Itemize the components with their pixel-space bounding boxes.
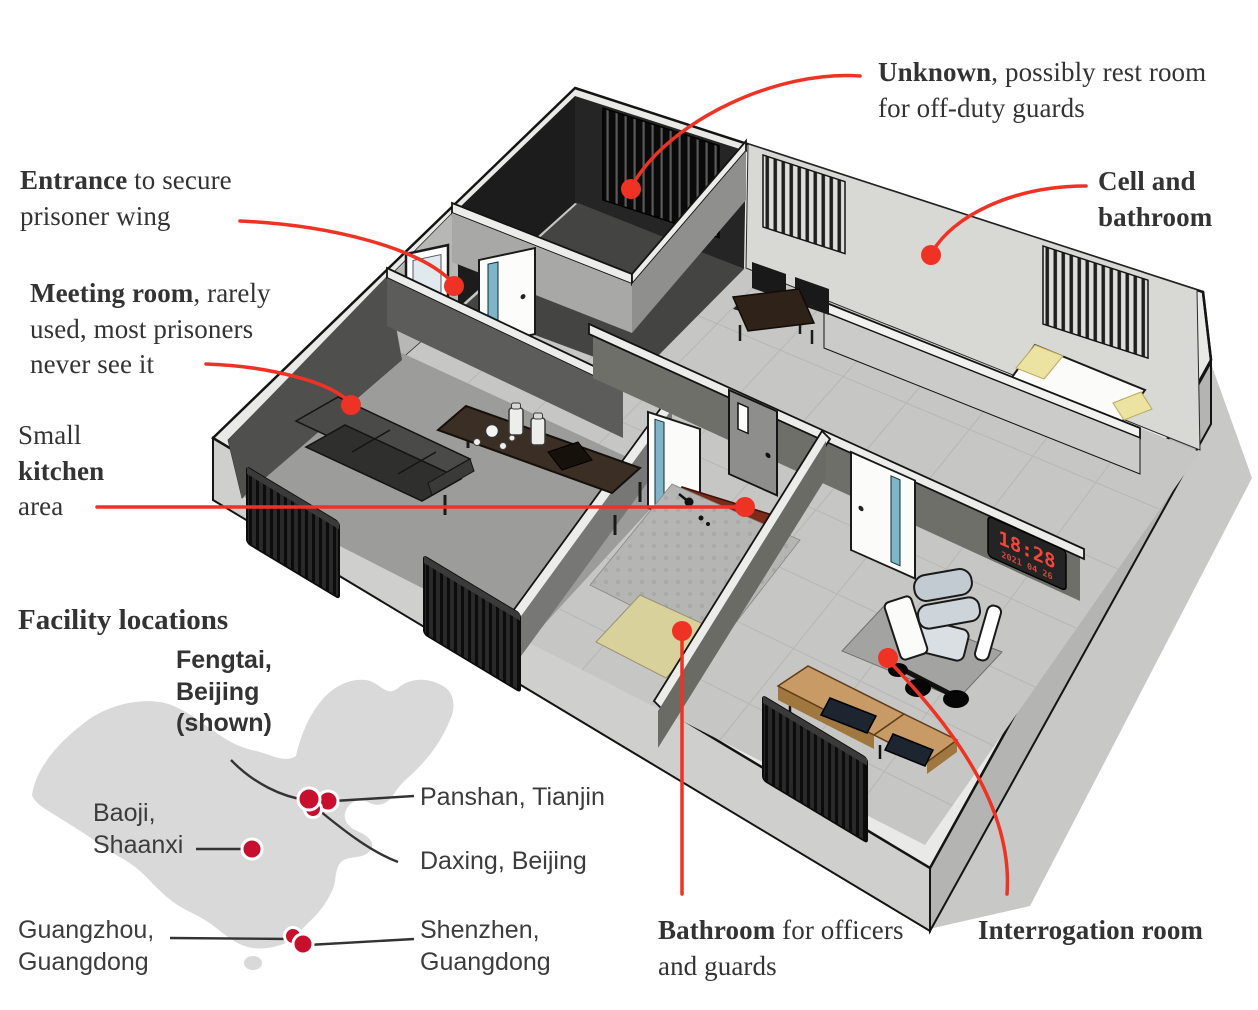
label-bathroom: Bathroom for officers and guards xyxy=(658,913,914,984)
central-gray-door xyxy=(728,388,778,497)
china-map xyxy=(32,679,454,970)
dot-fengtai xyxy=(296,786,322,812)
label-unknown-room: Unknown, possibly rest room for off-duty… xyxy=(878,55,1213,126)
central-wall-face xyxy=(593,332,1080,601)
leader-dots xyxy=(341,179,941,668)
cell-window-radiator-west xyxy=(762,154,846,255)
label-meeting-rest: , rarely used, most prisoners never see … xyxy=(30,278,271,380)
interrogation-west-wall xyxy=(652,429,832,748)
map-label-fengtai: Fengtai, Beijing (shown) xyxy=(176,646,272,737)
map-label-shenzhen: Shenzhen, Guangdong xyxy=(420,916,551,976)
bed-pillow xyxy=(1015,344,1064,380)
interrogation-desk xyxy=(776,665,959,774)
meeting-room-sofa xyxy=(294,396,475,502)
interrogation-room xyxy=(776,568,1003,774)
leader-unknown xyxy=(631,73,862,186)
map-label-guangzhou: Guangzhou, Guangdong xyxy=(18,916,155,976)
dark-room-east-face xyxy=(632,151,746,333)
desk-monitor xyxy=(883,733,935,767)
hainan-island xyxy=(244,956,262,970)
restraint-chair xyxy=(883,568,1003,708)
meeting-room-west-wall xyxy=(228,276,402,498)
china-outline xyxy=(32,679,454,949)
label-unknown-bold: Unknown xyxy=(878,57,992,87)
dot-baoji xyxy=(240,837,264,861)
leader-meeting xyxy=(204,362,350,403)
map-label-daxing: Daxing, Beijing xyxy=(420,847,587,875)
leader-interrogation xyxy=(888,660,1010,896)
leader-entrance xyxy=(238,219,454,284)
map-leader-guangzhou xyxy=(169,936,293,941)
map-leader-panshan xyxy=(333,794,415,803)
hot-plate xyxy=(547,441,593,471)
label-cell-bold: Cell and bathroom xyxy=(1098,166,1213,232)
bed-blanket xyxy=(1112,391,1153,421)
officers-bathroom xyxy=(589,483,801,679)
radiator xyxy=(246,467,340,599)
map-label-baoji: Baoji, Shaanxi xyxy=(93,799,184,859)
map-label-panshan: Panshan, Tianjin xyxy=(420,783,605,811)
label-meeting-bold: Meeting room xyxy=(30,278,194,308)
meeting-room-north-face xyxy=(387,278,623,438)
radiator xyxy=(762,696,868,843)
label-entrance-rest: to secure prisoner wing xyxy=(20,165,232,231)
teapot xyxy=(484,423,500,439)
label-interrogation-bold: Interrogation room xyxy=(978,915,1204,945)
cell-window-radiator-east xyxy=(1042,245,1149,360)
leader-lines xyxy=(95,73,1088,896)
label-kitchen-line3: area xyxy=(18,491,64,522)
front-wall-radiators xyxy=(246,467,868,843)
map-leader-daxing xyxy=(319,810,399,864)
label-bathroom-bold: Bathroom xyxy=(658,915,776,945)
shower-head xyxy=(678,493,710,526)
map-leader-shenzhen xyxy=(307,937,415,947)
dark-room-south-face xyxy=(452,213,632,333)
thermos-bottle xyxy=(508,402,524,436)
label-unknown-rest: , possibly rest room for off-duty guards xyxy=(878,57,1207,123)
radiator xyxy=(423,556,521,692)
map-location-dots xyxy=(240,786,340,956)
desk-monitor xyxy=(819,697,878,734)
interrogation-door xyxy=(850,450,916,580)
label-bathroom-rest: for officers and guards xyxy=(658,915,904,981)
label-kitchen: Small kitchen area xyxy=(18,418,104,525)
label-entrance: Entrance to secure prisoner wing xyxy=(20,163,270,234)
label-kitchen-line2: kitchen xyxy=(18,455,105,486)
dot-shenzhen xyxy=(291,932,315,956)
kitchen-table xyxy=(436,402,642,535)
cell-table-and-chairs xyxy=(731,262,829,344)
map-title: Facility locations xyxy=(18,604,229,636)
central-wall-band xyxy=(588,322,1085,561)
label-entrance-bold: Entrance xyxy=(20,165,128,195)
thermos-bottle xyxy=(530,412,546,446)
label-kitchen-line1: Small xyxy=(18,420,82,450)
leader-cell xyxy=(931,184,1088,253)
label-cell-bathroom: Cell and bathroom xyxy=(1098,164,1248,235)
label-interrogation: Interrogation room xyxy=(978,913,1208,949)
label-meeting-room: Meeting room, rarely used, most prisoner… xyxy=(30,276,320,383)
